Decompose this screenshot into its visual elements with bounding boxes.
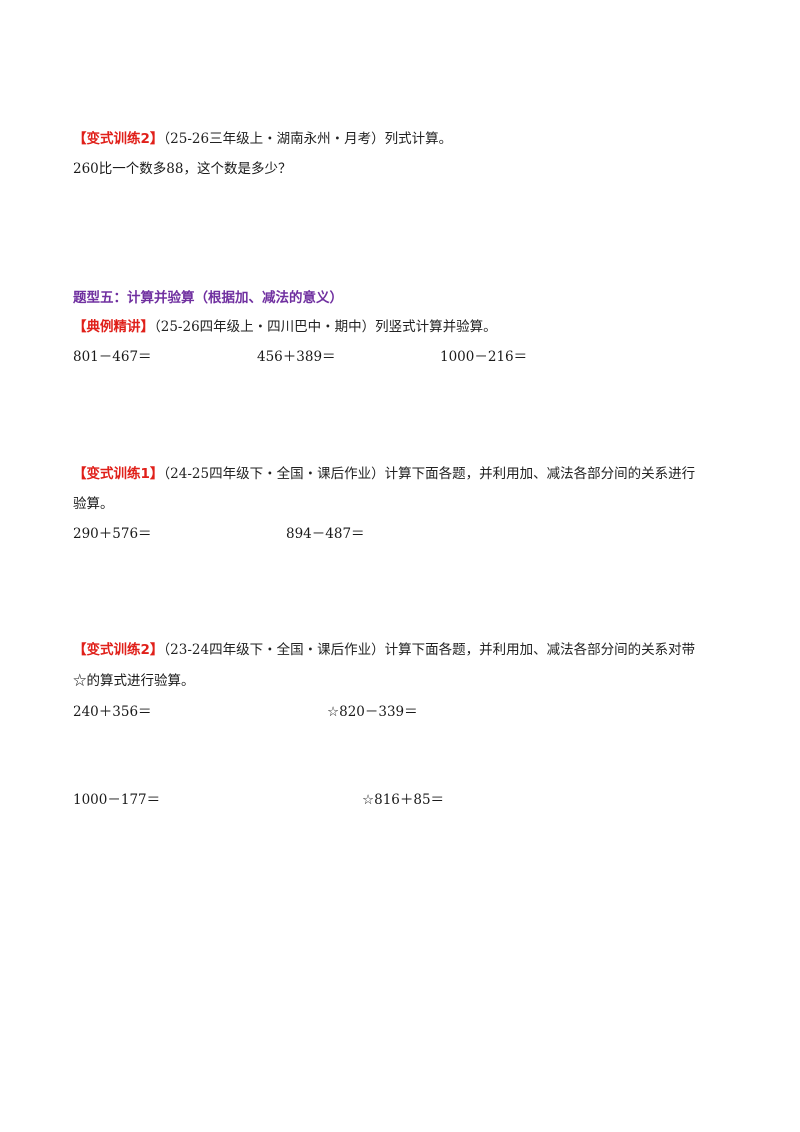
expression: ☆816＋85＝ <box>362 792 445 808</box>
example-header: 【典例精讲】（25-26四年级上・四川巴中・期中）列竖式计算并验算。 <box>73 318 497 336</box>
question-2-header: 【变式训练1】（24-25四年级下・全国・课后作业）计算下面各题，并利用加、减法… <box>73 465 695 483</box>
expression: 1000－177＝ <box>73 792 161 808</box>
expression: 1000－216＝ <box>440 349 528 365</box>
expression: 801－467＝ <box>73 349 152 365</box>
question-1-text: 260比一个数多88，这个数是多少？ <box>73 161 292 177</box>
question-tag: 【变式训练1】 <box>73 466 164 482</box>
question-3-text: ☆的算式进行验算。 <box>73 673 195 689</box>
question-tag: 【变式训练2】 <box>73 131 164 147</box>
question-source: （23-24四年级下・全国・课后作业）计算下面各题，并利用加、减法各部分间的关系… <box>163 642 696 658</box>
expression: 290＋576＝ <box>73 526 152 542</box>
question-tag: 【变式训练2】 <box>73 642 164 658</box>
example-source: （25-26四年级上・四川巴中・期中）列竖式计算并验算。 <box>154 319 497 335</box>
question-source: （24-25四年级下・全国・课后作业）计算下面各题，并利用加、减法各部分间的关系… <box>163 466 696 482</box>
expression: 240＋356＝ <box>73 704 152 720</box>
question-2-text: 验算。 <box>73 496 114 512</box>
question-source: （25-26三年级上・湖南永州・月考）列式计算。 <box>163 131 453 147</box>
question-3-header: 【变式训练2】（23-24四年级下・全国・课后作业）计算下面各题，并利用加、减法… <box>73 641 695 659</box>
expression: 894－487＝ <box>286 526 365 542</box>
expression: ☆820－339＝ <box>327 704 418 720</box>
example-tag: 【典例精讲】 <box>73 319 154 335</box>
section-heading: 题型五：计算并验算（根据加、减法的意义） <box>73 290 343 306</box>
question-1-header: 【变式训练2】（25-26三年级上・湖南永州・月考）列式计算。 <box>73 130 452 148</box>
expression: 456＋389＝ <box>257 349 336 365</box>
